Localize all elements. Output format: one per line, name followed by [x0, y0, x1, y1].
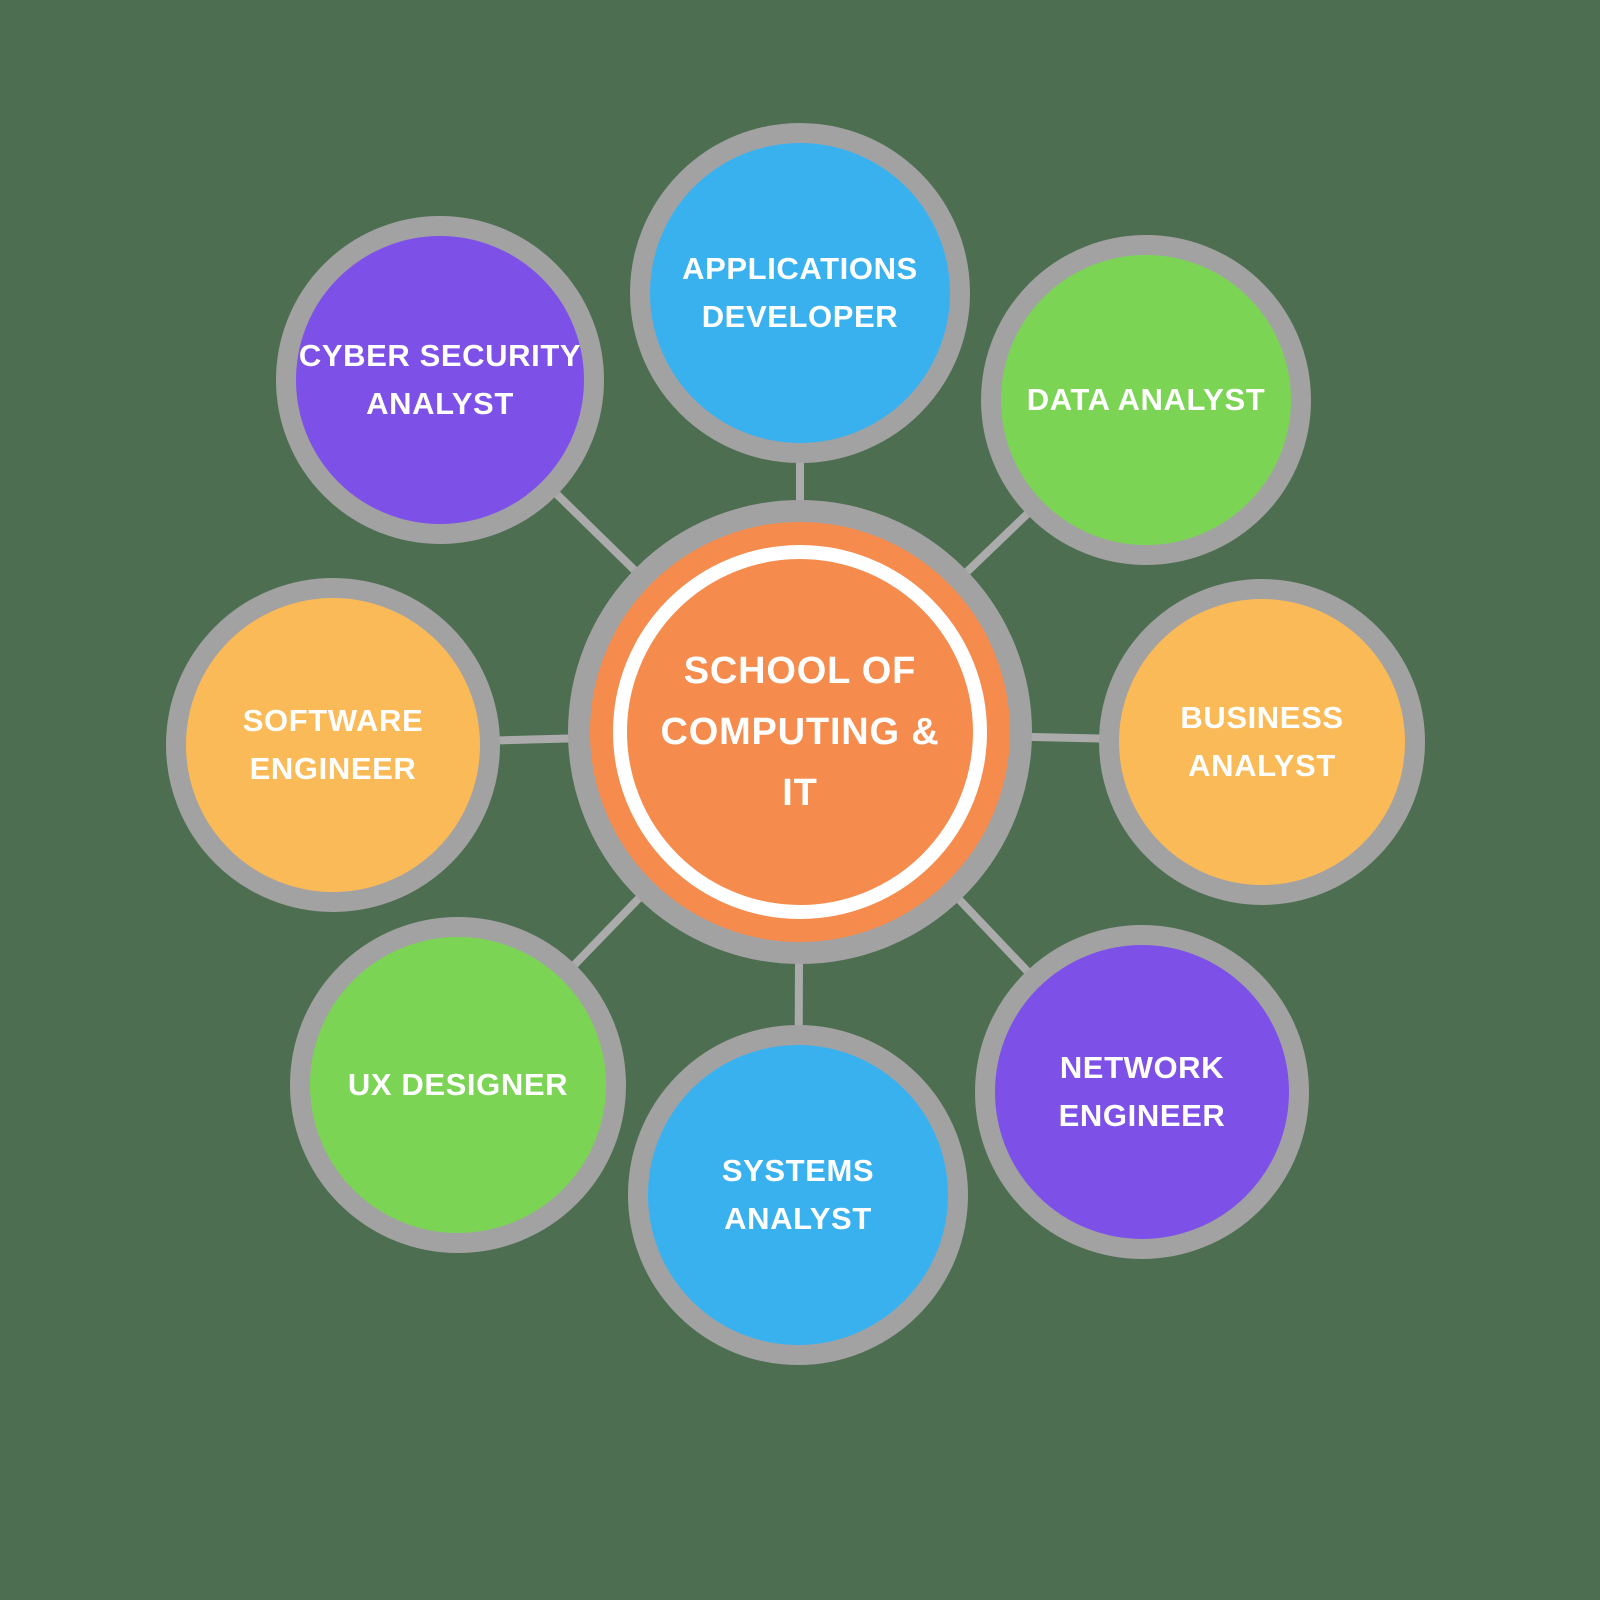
center-label-line: IT [782, 771, 818, 814]
node-business-analyst: BUSINESS ANALYST [1099, 579, 1425, 905]
node-ux-designer: UX DESIGNER [290, 917, 626, 1253]
node-network-engineer: NETWORK ENGINEER [975, 925, 1309, 1259]
node-label: APPLICATIONS DEVELOPER [682, 245, 918, 341]
node-label-line: DATA ANALYST [1026, 382, 1266, 417]
node-data-analyst: DATA ANALYST [981, 235, 1311, 565]
node-label: SYSTEMS ANALYST [722, 1147, 874, 1243]
center-label-line: SCHOOL OF [683, 649, 917, 692]
node-label: NETWORK ENGINEER [1059, 1044, 1226, 1140]
node-label: SOFTWARE ENGINEER [243, 697, 423, 793]
node-label-line: ANALYST [724, 1201, 872, 1236]
node-label: CYBER SECURITY ANALYST [299, 332, 581, 428]
node-label-line: CYBER SECURITY [298, 338, 582, 373]
node-label: UX DESIGNER [348, 1061, 568, 1109]
node-school-of-computing-and-it: SCHOOL OF COMPUTING & IT [568, 500, 1032, 964]
node-label-line: SOFTWARE [242, 703, 424, 738]
node-cyber-security-analyst: CYBER SECURITY ANALYST [276, 216, 604, 544]
center-label-line: COMPUTING & [660, 710, 940, 753]
node-software-engineer: SOFTWARE ENGINEER [166, 578, 500, 912]
node-label-line: UX DESIGNER [347, 1067, 569, 1102]
node-label-line: APPLICATIONS [682, 251, 918, 286]
node-label-line: ANALYST [1188, 748, 1336, 783]
node-label-line: DEVELOPER [701, 299, 899, 334]
node-label-line: ENGINEER [249, 751, 417, 786]
center-label: SCHOOL OF COMPUTING & IT [660, 641, 939, 824]
node-label-line: SYSTEMS [721, 1153, 875, 1188]
node-systems-analyst: SYSTEMS ANALYST [628, 1025, 968, 1365]
node-label-line: BUSINESS [1180, 700, 1344, 735]
node-label-line: NETWORK [1059, 1050, 1225, 1085]
node-label: DATA ANALYST [1027, 376, 1266, 424]
node-label-line: ENGINEER [1058, 1098, 1226, 1133]
node-label-line: ANALYST [366, 386, 514, 421]
node-label: BUSINESS ANALYST [1180, 694, 1343, 790]
node-applications-developer: APPLICATIONS DEVELOPER [630, 123, 970, 463]
